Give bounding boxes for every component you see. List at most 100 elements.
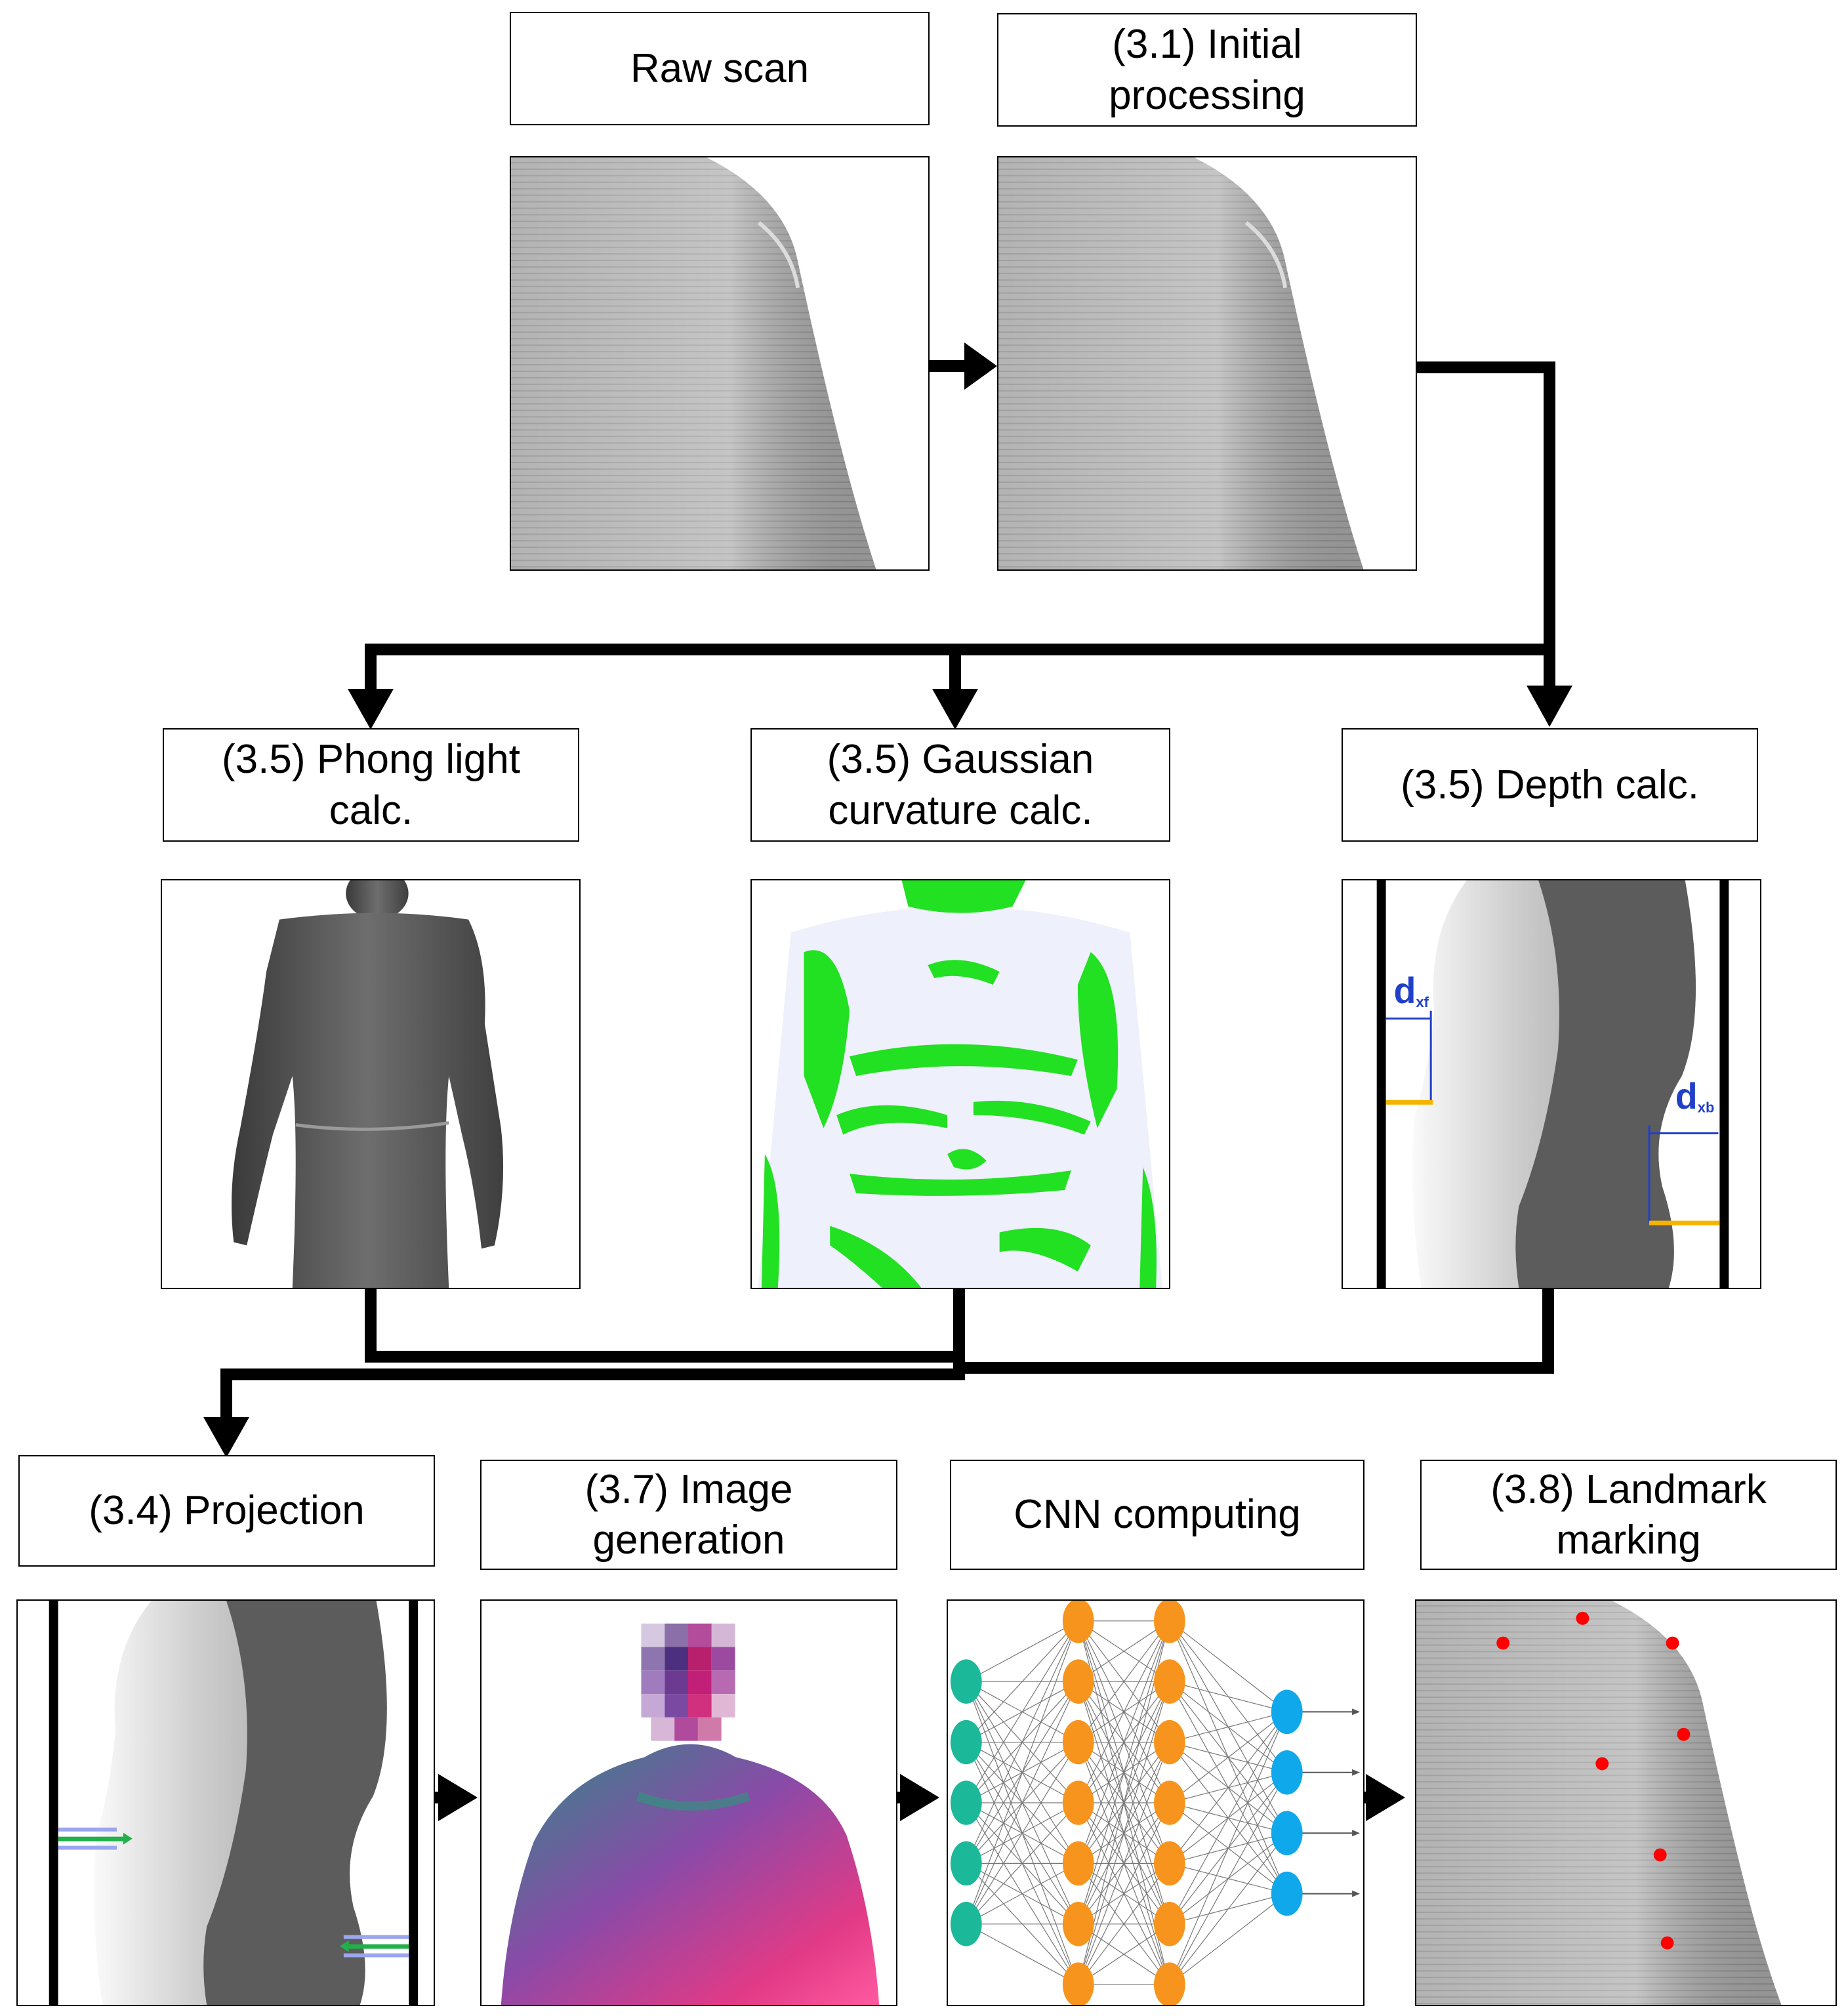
landmark-point [1677,1727,1691,1741]
cnn-connection [966,1923,1079,1985]
cnn-connections [966,1620,1288,1985]
cnn-connection [1169,1712,1288,1864]
landmark-point [1660,1936,1674,1950]
cnn-connection [1078,1802,1170,1985]
cnn-connection [1169,1832,1288,1985]
arrow-to-depth [1527,686,1572,727]
cnn-hidden-node [1154,1841,1185,1886]
panel-raw-scan [510,156,930,571]
cnn-connection [1078,1620,1170,1803]
cnn-hidden-node [1154,1962,1185,2005]
arrow-to-projection [203,1417,249,1458]
panel-image-generation [480,1599,897,2006]
cnn-connection [1078,1681,1170,1985]
landmark-points [1496,1611,1691,1950]
label-cnn: CNN computing [950,1460,1364,1570]
cnn-output-arrowhead [1352,1890,1361,1897]
cnn-network [950,1601,1361,2005]
label-depth: (3.5) Depth calc. [1342,728,1758,842]
cnn-connection [1078,1863,1170,1985]
cnn-connection [1169,1712,1288,1925]
arrow-projection-to-image [438,1774,478,1821]
landmark-point [1653,1848,1667,1862]
panel-depth: dxf dxb [1342,879,1761,1289]
cnn-connection [1078,1923,1170,1985]
depth-marker-back [1649,1220,1720,1225]
cnn-output-arrowhead [1352,1830,1361,1837]
cnn-connection [1169,1772,1288,1985]
landmark-point [1595,1757,1609,1771]
cnn-connection [966,1802,1079,1925]
depth-marker-front [1385,1100,1433,1105]
cnn-connection [1078,1620,1170,1924]
cnn-connection [1078,1742,1170,1985]
cnn-connection [1078,1620,1170,1742]
depth-boundary-back [1719,880,1729,1288]
panel-cnn [947,1599,1364,2006]
label-phong: (3.5) Phong light calc. [163,728,579,842]
arrow-image-to-cnn [900,1774,939,1821]
cnn-hidden-node [1062,1659,1094,1704]
cnn-connection [966,1620,1079,1682]
cnn-connection [966,1681,1079,1925]
panel-gaussian [750,879,1170,1289]
panel-initial-processing [997,156,1417,571]
svg-text:dxf: dxf [1394,970,1429,1011]
connector-merge [220,1351,965,1423]
cnn-input-node [950,1780,982,1825]
label-initial-processing: (3.1) Initial processing [997,13,1417,127]
cnn-input-node [950,1841,982,1886]
generated-body [501,1744,880,2005]
cnn-connection [966,1620,1079,1864]
pixelated-face [641,1623,735,1741]
projection-rays-back [339,1935,409,1958]
cnn-output-node [1271,1811,1303,1855]
label-raw-scan: Raw scan [510,12,930,125]
cnn-connection [1169,1681,1287,1712]
depth-label-back: d [1675,1076,1698,1117]
phong-body [232,880,504,1288]
cnn-input-node [950,1719,982,1765]
connector-depth-down [953,1283,1554,1374]
cnn-connection [1078,1620,1170,1864]
arrow-to-gaussian [932,689,978,730]
connector-initial-to-split [1410,361,1555,655]
cnn-connection [1169,1893,1288,1985]
cnn-output-node [1271,1871,1303,1916]
cnn-input-node [950,1902,982,1946]
panel-phong [161,879,581,1289]
cnn-hidden-node [1062,1780,1094,1825]
cnn-output-arrowhead [1352,1708,1361,1716]
panel-landmark [1415,1599,1837,2006]
cnn-hidden-node [1154,1780,1185,1825]
cnn-hidden-node [1062,1601,1094,1643]
label-landmark: (3.8) Landmark marking [1420,1460,1837,1570]
depth-boundary-front [1376,880,1386,1288]
cnn-output-arrowhead [1352,1769,1361,1776]
connector-split-branch [365,644,1555,695]
cnn-connection [1169,1620,1288,1712]
cnn-output-node [1271,1750,1303,1795]
arrow-cnn-to-landmark [1366,1774,1405,1821]
cnn-connection [1078,1620,1170,1682]
label-projection: (3.4) Projection [18,1455,435,1567]
cnn-hidden-node [1154,1601,1185,1643]
cnn-connection [1169,1711,1287,1743]
cnn-hidden-node [1154,1902,1185,1946]
arrow-raw-to-initial [964,342,997,390]
cnn-connection [966,1620,1079,1743]
depth-label-front: d [1394,970,1416,1011]
landmark-point [1496,1636,1510,1650]
panel-projection [16,1599,435,2006]
cnn-connection [966,1862,1079,1925]
projection-rays-front [58,1827,133,1850]
cnn-connection [966,1620,1079,1925]
cnn-hidden-node [1062,1719,1094,1765]
label-image-generation: (3.7) Image generation [480,1460,897,1570]
label-gaussian: (3.5) Gaussian curvature calc. [750,728,1170,842]
cnn-hidden-node [1062,1962,1094,2005]
arrow-to-phong [348,689,394,730]
cnn-connection [966,1742,1079,1925]
cnn-hidden-node [1154,1659,1185,1704]
